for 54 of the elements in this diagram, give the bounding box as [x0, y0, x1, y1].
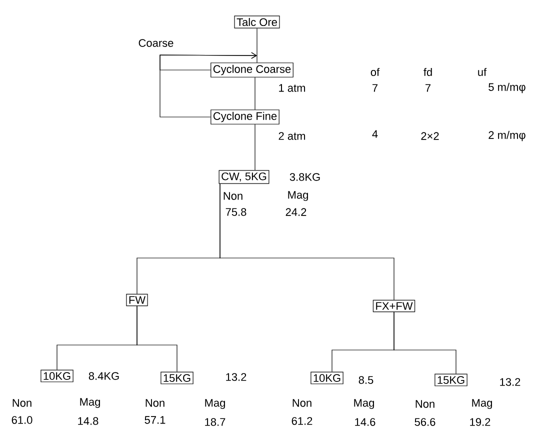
table-text: Non	[416, 400, 434, 408]
table-text: 14.6	[355, 418, 376, 426]
table-text: Mag	[472, 399, 492, 409]
process-box: 10KG	[310, 372, 344, 384]
connector-line	[254, 77, 256, 110]
connector-line	[256, 28, 258, 63]
process-box: 15KG	[160, 372, 194, 384]
process-box: Talc Ore	[234, 16, 280, 28]
table-text: 61.0	[12, 416, 32, 424]
connector-line	[254, 124, 256, 170]
table-text: 24.2	[286, 208, 306, 216]
table-text: 19.2	[470, 418, 490, 426]
connector-line	[136, 306, 178, 372]
table-text: 2 atm	[278, 132, 306, 140]
table-text: of	[370, 68, 380, 76]
table-text: Mag	[205, 399, 225, 409]
table-text: 5 m/mφ	[488, 82, 526, 94]
table-text: 18.7	[205, 418, 226, 426]
process-box: 10KG	[40, 370, 74, 382]
process-box: FX+FW	[372, 300, 416, 312]
process-box: 15KG	[434, 374, 468, 386]
process-box: Cyclone Coarse	[210, 62, 294, 78]
table-text: Non	[224, 192, 242, 200]
process-box: Cyclone Fine	[210, 110, 280, 124]
table-text: 7	[372, 84, 378, 92]
table-text: Non	[146, 399, 164, 407]
process-box: FW	[126, 294, 148, 306]
value-label: 13.2	[500, 378, 520, 386]
table-text: 75.8	[226, 208, 246, 216]
table-text: 7	[426, 84, 430, 92]
value-label: 13.2	[226, 373, 246, 381]
table-text: Mag	[80, 398, 100, 408]
connector-line	[394, 312, 456, 374]
table-text: Non	[292, 399, 312, 407]
table-text: 14.8	[78, 417, 98, 425]
table-text: 2×2	[421, 132, 439, 140]
table-text: 61.2	[292, 417, 312, 425]
table-text: 56.6	[414, 418, 436, 426]
table-text: Mag	[288, 191, 308, 201]
connector-line	[220, 184, 394, 300]
table-text: 4	[372, 130, 378, 138]
edge-label: Coarse	[137, 38, 175, 48]
process-box: CW, 5KG	[218, 170, 270, 184]
table-text: uf	[478, 68, 487, 76]
table-text: Non	[12, 399, 32, 407]
table-text: 57.1	[144, 416, 166, 424]
value-label: 8.4KG	[88, 372, 119, 380]
table-text: fd	[424, 68, 432, 76]
value-label: 8.5	[358, 376, 374, 384]
table-text: Mag	[354, 399, 374, 409]
value-label: 3.8KG	[290, 173, 320, 181]
table-text: 2 m/mφ	[488, 130, 526, 142]
table-text: 1 atm	[279, 84, 306, 92]
connector-line	[160, 52, 257, 118]
